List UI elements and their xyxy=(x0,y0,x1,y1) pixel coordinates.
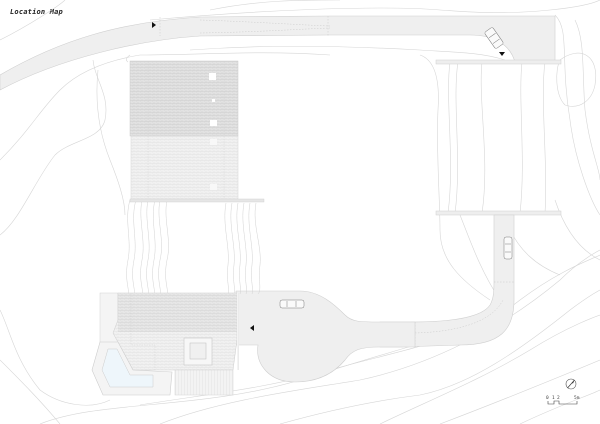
scale-label-5m: 5m xyxy=(574,395,580,401)
skylight-icon xyxy=(209,73,216,80)
direction-arrows xyxy=(152,22,505,331)
skylight-icon xyxy=(212,99,215,102)
car-icon xyxy=(484,27,504,49)
pool xyxy=(91,341,173,396)
scale-label-1: 1 xyxy=(552,395,555,401)
parking-area xyxy=(235,290,416,383)
arrow-down-icon xyxy=(499,52,505,56)
north-arrow-icon xyxy=(565,378,577,390)
skylight-icon xyxy=(210,139,217,145)
scale-label-0: 0 xyxy=(546,395,549,401)
arrow-right-icon xyxy=(152,22,156,28)
cars xyxy=(279,27,513,309)
slope-contours-middle xyxy=(126,199,261,295)
car-icon xyxy=(279,299,305,309)
retaining-wall-right xyxy=(435,59,562,216)
skylight-icon xyxy=(210,120,217,126)
scale-bar: 0 1 2 5m xyxy=(546,395,580,405)
car-icon xyxy=(503,236,513,260)
upper-building xyxy=(129,60,265,203)
arrow-left-icon xyxy=(250,325,254,331)
map-title: Location Map xyxy=(10,8,63,16)
scale-label-2: 2 xyxy=(557,395,560,401)
skylight-icon xyxy=(210,184,217,190)
